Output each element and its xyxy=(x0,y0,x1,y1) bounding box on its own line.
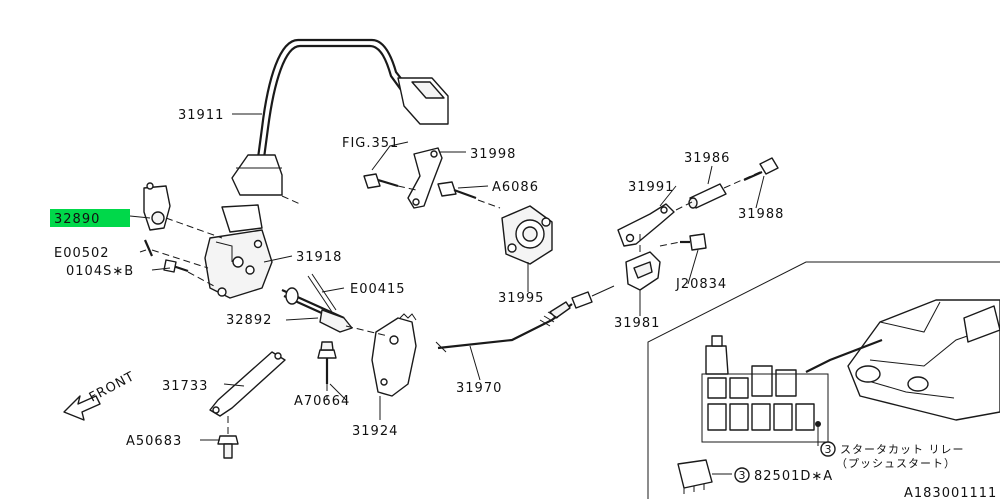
label-relay-jp-line1: スタータカット リレー xyxy=(840,443,965,456)
front-arrow xyxy=(63,395,101,421)
label-82501d-a: 82501D∗A xyxy=(754,469,833,484)
pin-31988 xyxy=(743,157,779,182)
label-31998: 31998 xyxy=(470,147,516,162)
car-illustration xyxy=(805,299,1000,421)
callout-label-3a: 3 xyxy=(825,443,833,456)
bracket-31733 xyxy=(209,351,286,417)
fuse-box xyxy=(701,335,829,446)
label-a50683: A50683 xyxy=(126,434,182,449)
label-0104s-b: 0104S∗B xyxy=(66,264,134,279)
callout-circle-3a xyxy=(820,441,836,457)
label-31970: 31970 xyxy=(456,381,502,396)
highlight-32890 xyxy=(50,209,130,227)
bushing-31995 xyxy=(501,205,553,265)
label-e00415: E00415 xyxy=(350,282,406,297)
leader-lines xyxy=(129,113,765,441)
label-31918: 31918 xyxy=(296,250,342,265)
label-fig351[interactable]: FIG.351 xyxy=(342,136,399,151)
spacer-31986 xyxy=(675,171,761,211)
callout-label-3b: 3 xyxy=(739,469,747,482)
label-e00502: E00502 xyxy=(54,246,110,261)
sensor-32890 xyxy=(143,182,189,273)
label-front: FRONT xyxy=(87,369,138,405)
callout-circle-3b xyxy=(734,467,750,483)
label-a70664: A70664 xyxy=(294,394,350,409)
bracket-31998 xyxy=(363,147,443,209)
label-31911: 31911 xyxy=(178,108,224,123)
inhibitor-switch-31918 xyxy=(204,204,273,299)
plate-31924 xyxy=(371,313,417,397)
assembly-lines xyxy=(151,195,389,400)
harness-31911 xyxy=(231,38,449,196)
label-31733: 31733 xyxy=(162,379,208,394)
label-32890: 32890 xyxy=(54,212,100,227)
label-j20834: J20834 xyxy=(675,277,727,292)
bolt-a6086 xyxy=(437,181,501,209)
label-31986: 31986 xyxy=(684,151,730,166)
bolt-j20834 xyxy=(659,233,707,251)
label-31991: 31991 xyxy=(628,180,674,195)
drawing-number: A183001111 xyxy=(904,486,997,499)
clip-31981 xyxy=(625,234,661,291)
bolt-a50683 xyxy=(217,416,239,459)
label-32892: 32892 xyxy=(226,313,272,328)
label-31995: 31995 xyxy=(498,291,544,306)
shaft-32892 xyxy=(281,273,353,333)
label-31981: 31981 xyxy=(614,316,660,331)
label-31924: 31924 xyxy=(352,424,398,439)
lever-31991 xyxy=(617,203,675,247)
relay-82501d xyxy=(677,459,732,494)
inset-panel xyxy=(647,261,1000,499)
label-31988: 31988 xyxy=(738,207,784,222)
label-relay-jp-line2: （プッシュスタート） xyxy=(836,457,956,470)
label-a6086: A6086 xyxy=(492,180,539,195)
bolt-a70664 xyxy=(317,341,337,384)
cable-31970 xyxy=(435,285,615,353)
